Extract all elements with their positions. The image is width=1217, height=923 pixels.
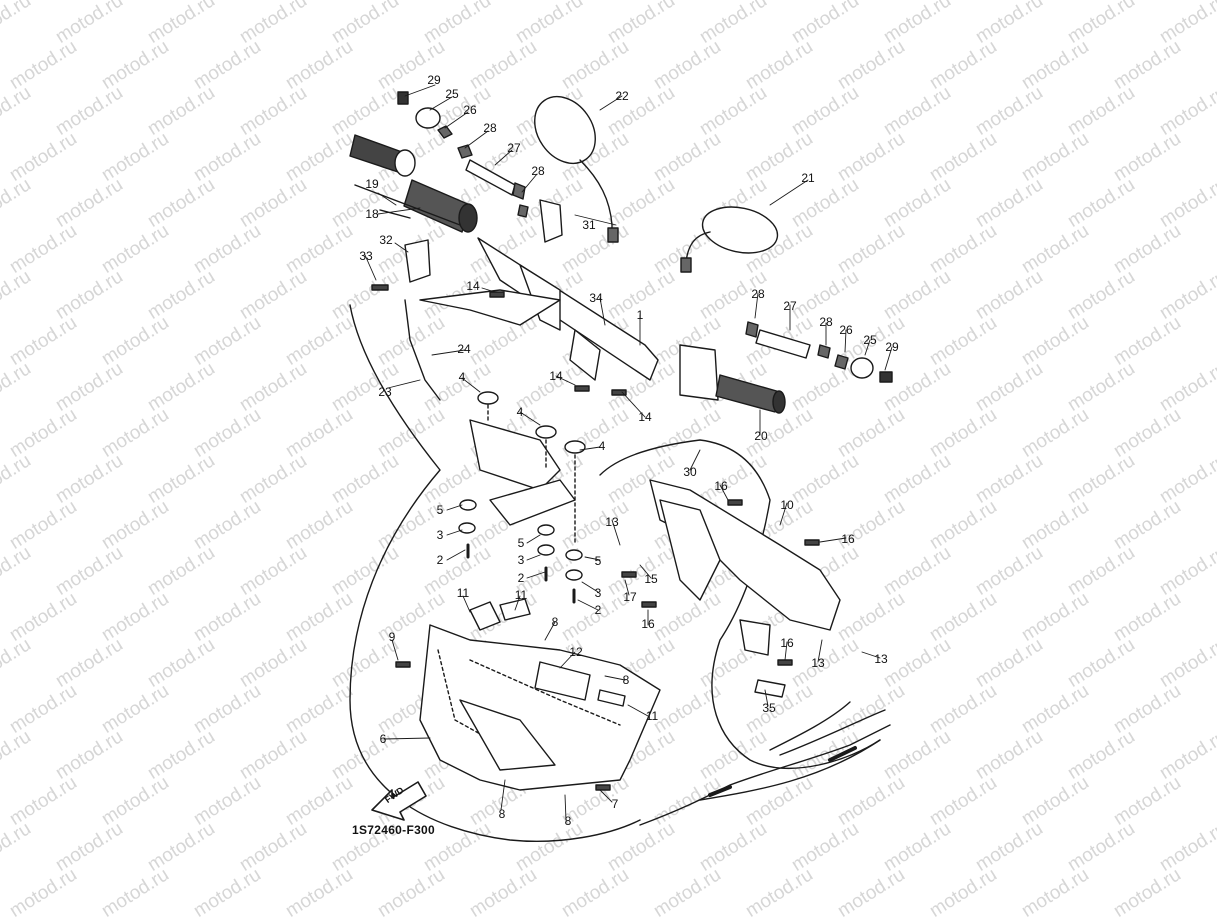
left-grip-assembly [349,134,478,233]
callout-5c: 5 [594,554,602,568]
callout-28b: 28 [531,164,545,178]
callout-12: 12 [569,645,583,659]
callout-8a: 8 [551,615,559,629]
throttle-grip-18-end [458,203,478,233]
callout-5b: 5 [517,536,525,550]
callout-16b: 16 [714,479,728,493]
switch-cable-23 [404,299,441,401]
callout-23: 23 [378,385,392,399]
callout-26: 26 [463,103,477,117]
callout-6: 6 [379,732,387,746]
leader-lines [364,84,893,821]
left-bar-end [397,91,529,218]
callout-3a: 3 [436,528,444,542]
callout-2a: 2 [436,553,444,567]
callout-16d: 16 [780,636,794,650]
callout-22: 22 [615,89,629,103]
bracket-and-dampers [458,391,586,604]
callout-2b: 2 [517,571,525,585]
callout-33: 33 [359,249,373,263]
callout-8c: 8 [498,807,506,821]
throttle-grip-18 [403,179,471,233]
callout-16c: 16 [841,532,855,546]
callout-1: 1 [636,308,644,322]
assembly-outline [349,304,641,842]
callout-28c: 28 [751,287,765,301]
callout-29: 29 [427,73,441,87]
callout-3b: 3 [517,553,525,567]
callout-4b: 4 [516,405,524,419]
callout-11c: 11 [645,709,659,723]
callout-11a: 11 [456,586,470,600]
callout-17: 17 [623,590,637,604]
callout-10: 10 [780,498,794,512]
callout-29b: 29 [885,340,899,354]
callout-14b: 14 [549,369,563,383]
callout-14c: 14 [638,410,652,424]
callout-25b: 25 [863,333,877,347]
callout-4a: 4 [458,370,466,384]
callout-31: 31 [582,218,596,232]
right-grip-assembly [679,321,893,414]
callout-11b: 11 [514,588,528,602]
callout-7a: 7 [611,797,619,811]
callout-13a: 13 [605,515,619,529]
callout-13c: 13 [874,652,888,666]
callout-28d: 28 [819,315,833,329]
callout-34: 34 [589,291,603,305]
handlebar-1 [404,199,659,381]
callout-15: 15 [644,572,658,586]
callout-19: 19 [365,177,379,191]
callout-14a: 14 [466,279,480,293]
mirror-21 [680,206,779,273]
callout-30: 30 [683,465,697,479]
callout-27: 27 [507,141,521,155]
callout-25: 25 [445,87,459,101]
screws [371,284,820,791]
front-cowling-6 [419,598,661,791]
callout-35: 35 [762,701,776,715]
rear-bracket-10 [649,479,841,698]
cable-route-outline [599,439,881,769]
mirror-22 [534,95,619,243]
fwd-arrow [371,781,427,821]
grip-19-end [394,149,416,177]
callout-16a: 16 [641,617,655,631]
callout-20: 20 [754,429,768,443]
callout-28: 28 [483,121,497,135]
callout-13b: 13 [811,656,825,670]
callout-21: 21 [801,171,815,185]
throttle-cables [639,701,891,826]
callout-8b: 8 [622,673,630,687]
callout-26b: 26 [839,323,853,337]
callout-24: 24 [457,342,471,356]
diagram-code: 1S72460-F300 [352,823,435,837]
grip-19 [349,134,403,173]
callout-9: 9 [388,630,396,644]
callout-3c: 3 [594,586,602,600]
callout-2c: 2 [594,603,602,617]
callout-8d: 8 [564,814,572,828]
callout-27b: 27 [783,299,797,313]
callout-4c: 4 [598,439,606,453]
callout-5a: 5 [436,503,444,517]
callout-32: 32 [379,233,393,247]
callout-18: 18 [365,207,379,221]
